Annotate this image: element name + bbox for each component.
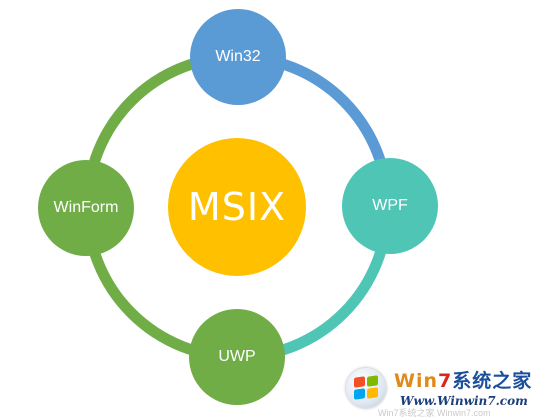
node-msix-label: MSIX — [187, 185, 287, 229]
windows-flag-icon — [346, 368, 386, 408]
node-win32-label: Win32 — [215, 48, 261, 65]
watermark-faint-text: Win7系统之家 Winwin7.com — [378, 408, 491, 418]
node-wpf: WPF — [342, 158, 438, 254]
watermark-url: Www.Winwin7.com — [400, 394, 528, 408]
node-winform-label: WinForm — [53, 199, 119, 216]
node-msix-center: MSIX — [168, 138, 306, 276]
site-watermark: Win7系统之家 Winwin7.com Win7系统之家 Www.Winwin… — [338, 360, 543, 418]
watermark-title-win: Win — [394, 370, 438, 392]
node-uwp: UWP — [189, 309, 285, 405]
watermark-title-cn: 系统之家 — [452, 370, 533, 392]
node-uwp-label: UWP — [218, 348, 256, 365]
watermark-title-seven: 7 — [438, 370, 453, 392]
watermark-title: Win7系统之家 — [394, 366, 532, 393]
node-win32: Win32 — [190, 9, 286, 105]
node-winform: WinForm — [38, 160, 134, 256]
node-wpf-label: WPF — [372, 197, 408, 214]
